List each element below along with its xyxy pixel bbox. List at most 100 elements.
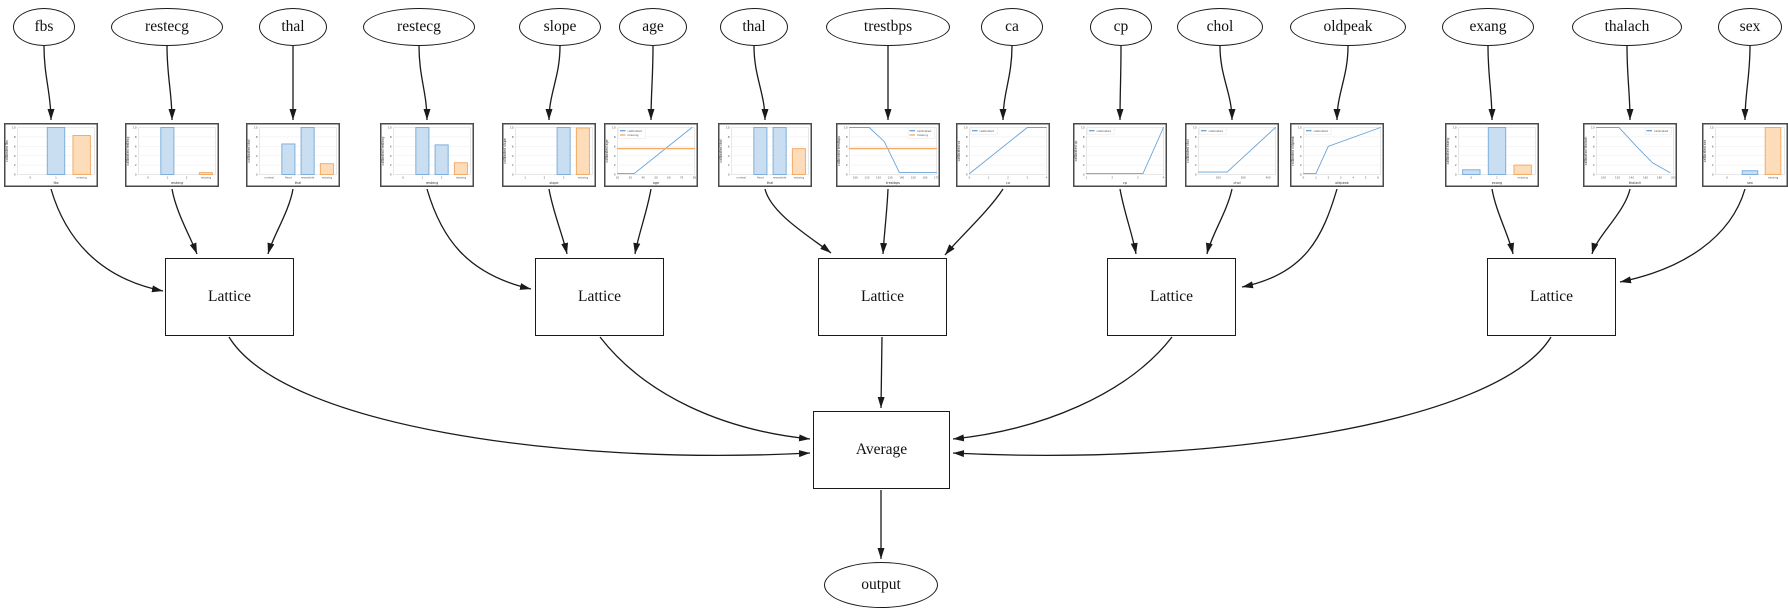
chart-text: 8 bbox=[1300, 135, 1302, 139]
chart-text: 80 bbox=[693, 175, 697, 179]
chart-text: 2 bbox=[728, 163, 730, 167]
chart-text: missing bbox=[627, 133, 638, 137]
chart-text: ca bbox=[1006, 181, 1010, 185]
chart-text: 0 bbox=[1083, 173, 1085, 177]
edge-chart-trestbps-to-lattice bbox=[880, 188, 889, 255]
chart-text: 0 bbox=[1726, 175, 1728, 179]
chart-text: 8 bbox=[135, 135, 137, 139]
chart-text: calibrated age bbox=[605, 139, 609, 162]
lattice-node-1: Lattice bbox=[165, 258, 294, 336]
feature-label: fbs bbox=[34, 18, 54, 36]
chart-text: 100 bbox=[1601, 175, 1606, 179]
edge-fbs-to-chart bbox=[43, 45, 55, 121]
chart-text: 2 bbox=[614, 163, 616, 167]
chart-text: 6 bbox=[390, 144, 392, 148]
chart-text: missing bbox=[77, 175, 88, 179]
chart-text: restecg bbox=[171, 181, 184, 185]
chart-text: 6 bbox=[512, 144, 514, 148]
chart-text: 10 bbox=[1591, 126, 1595, 130]
chart-text: 110 bbox=[864, 175, 869, 179]
chart-text: fixed bbox=[285, 175, 292, 179]
chart-text: 0 bbox=[29, 175, 31, 179]
chart-text: 4 bbox=[1163, 175, 1165, 179]
chart-text: reversible bbox=[773, 175, 787, 179]
chart-text: missing bbox=[578, 175, 589, 179]
feature-node-14-sex: sex bbox=[1718, 8, 1782, 46]
edge-chart-thal-to-lattice bbox=[764, 188, 832, 254]
chart-text: 2 bbox=[1195, 163, 1197, 167]
chart-text: calibrated trestbps bbox=[837, 136, 841, 166]
chart-text: 8 bbox=[14, 135, 16, 139]
chart-text: fixed bbox=[757, 175, 764, 179]
chart-text: 10 bbox=[388, 126, 392, 130]
chart-text: thalach bbox=[1629, 181, 1642, 185]
chart-text: 1 bbox=[1496, 175, 1498, 179]
feature-label: chol bbox=[1206, 18, 1234, 36]
lattice-node-2: Lattice bbox=[535, 258, 664, 336]
chart-text: calibrated cp bbox=[1074, 141, 1078, 162]
edge-oldpeak-to-chart bbox=[1333, 45, 1349, 121]
chart-text: 2 bbox=[1712, 163, 1714, 167]
chart-text: thal bbox=[767, 181, 774, 185]
chart-text: 4 bbox=[846, 154, 848, 158]
chart-text: 6 bbox=[1593, 144, 1595, 148]
edge-chart-cp-to-lattice bbox=[1119, 188, 1138, 255]
chart-text: 8 bbox=[966, 135, 968, 139]
series-calibrated bbox=[617, 127, 693, 175]
chart-text: 0 bbox=[135, 173, 137, 177]
edge-chart-chol-to-lattice bbox=[1205, 188, 1233, 255]
chart-text: 4 bbox=[512, 154, 514, 158]
chart-text: 130 bbox=[888, 175, 893, 179]
edge-chart-age-to-lattice bbox=[633, 188, 652, 255]
chart-text: sex bbox=[1747, 181, 1753, 185]
chart-text: 6 bbox=[1195, 144, 1197, 148]
edge-lattice-5-to-average bbox=[952, 336, 1552, 458]
chart-text: 0 bbox=[969, 175, 971, 179]
chart-text: 4 bbox=[1083, 154, 1085, 158]
chart-text: 4 bbox=[966, 154, 968, 158]
edge-chart-oldpeak-to-lattice bbox=[1241, 188, 1338, 289]
edge-chart-restecg-to-lattice bbox=[426, 188, 532, 290]
chart-text: 10 bbox=[12, 126, 16, 130]
chart-text: 60 bbox=[667, 175, 671, 179]
lattice-label: Lattice bbox=[860, 288, 905, 306]
chart-text: 8 bbox=[1195, 135, 1197, 139]
chart-text: 1 bbox=[1086, 175, 1088, 179]
chart-text: calibrated exang bbox=[1446, 138, 1450, 165]
chart-text: 0 bbox=[846, 173, 848, 177]
chart-text: exang bbox=[1492, 181, 1502, 185]
chart-text: 6 bbox=[614, 144, 616, 148]
chart-text: 160 bbox=[922, 175, 927, 179]
chart-text: missing bbox=[322, 175, 333, 179]
lattice-label: Lattice bbox=[1529, 288, 1574, 306]
edge-chart-ca-to-lattice bbox=[944, 188, 1004, 256]
chart-text: 2 bbox=[1328, 175, 1330, 179]
chart-text: calibrated slope bbox=[503, 138, 507, 164]
chart-text: 0 bbox=[1593, 173, 1595, 177]
edge-lattice-1-to-average bbox=[228, 336, 811, 458]
feature-node-12-exang: exang bbox=[1442, 8, 1534, 46]
lattice-node-3: Lattice bbox=[818, 258, 947, 336]
chart-text: chol bbox=[1233, 181, 1240, 185]
edge-chol-to-chart bbox=[1219, 45, 1236, 121]
chart-text: 10 bbox=[844, 126, 848, 130]
chart-text: 0 bbox=[966, 173, 968, 177]
feature-label: oldpeak bbox=[1323, 18, 1373, 36]
chart-text: 4 bbox=[1195, 154, 1197, 158]
chart-text: 6 bbox=[1300, 144, 1302, 148]
chart-text: 8 bbox=[256, 135, 258, 139]
chart-text: 0 bbox=[147, 175, 149, 179]
chart-text: 100 bbox=[853, 175, 858, 179]
chart-text: 8 bbox=[846, 135, 848, 139]
chart-text: 6 bbox=[1455, 144, 1457, 148]
chart-text: 2 bbox=[512, 163, 514, 167]
chart-text: 4 bbox=[1300, 154, 1302, 158]
output-node: output bbox=[824, 562, 938, 608]
chart-text: 2 bbox=[1083, 163, 1085, 167]
chart-text: 0 bbox=[402, 175, 404, 179]
chart-text: calibrated thal bbox=[247, 139, 251, 162]
